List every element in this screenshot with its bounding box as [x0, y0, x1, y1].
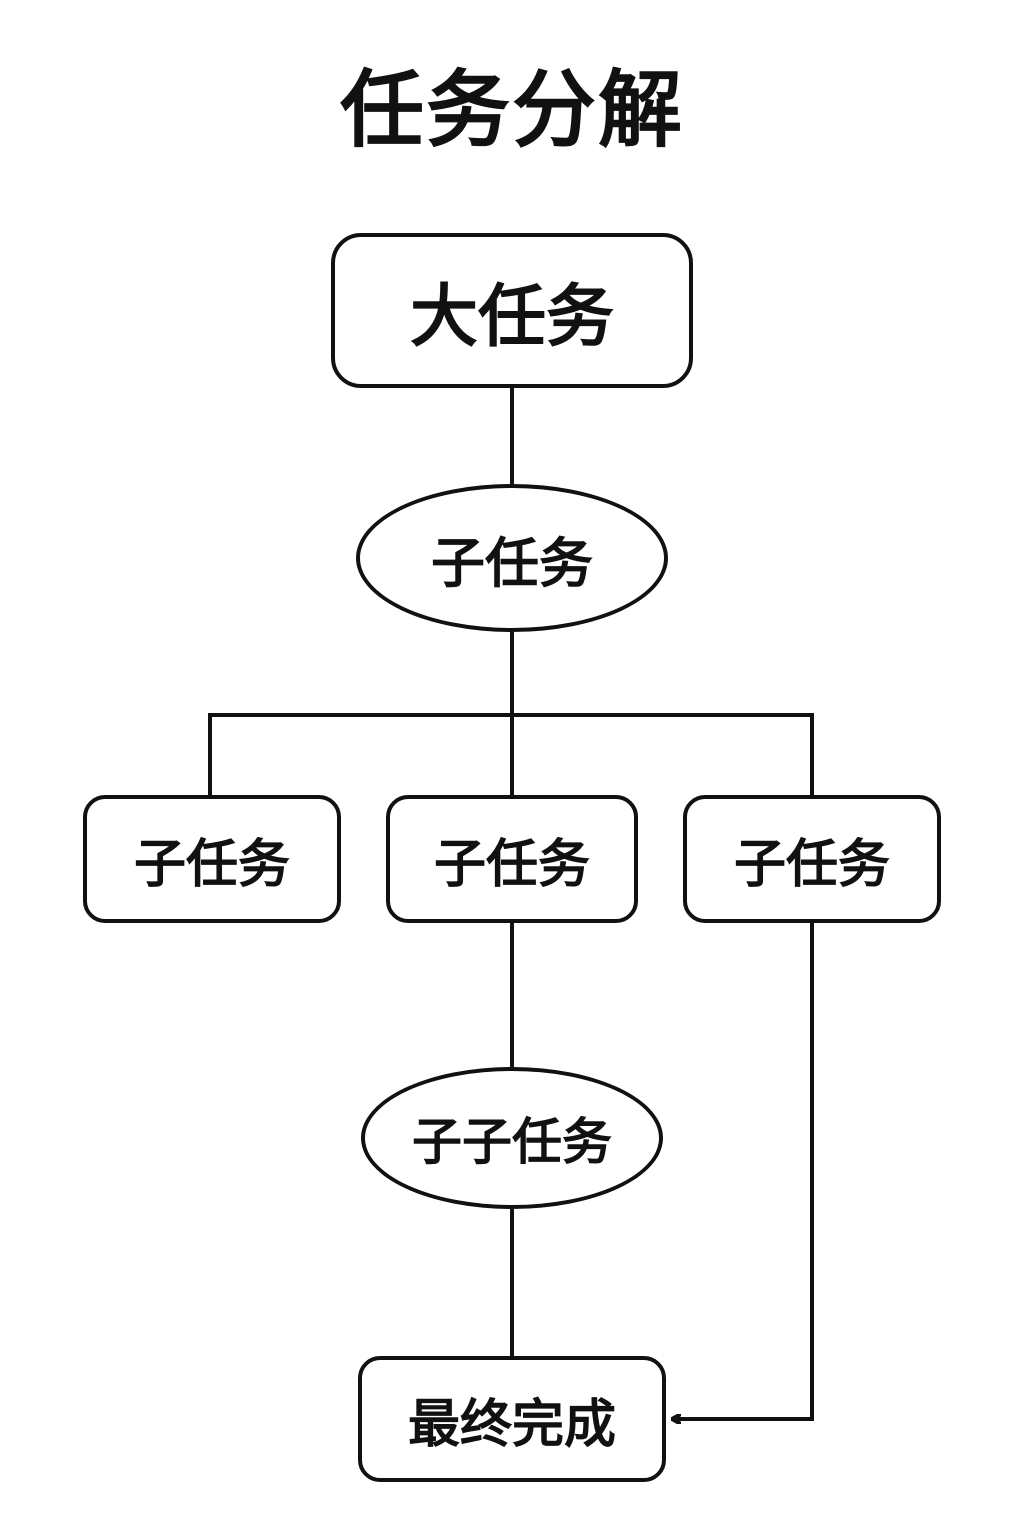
child-subtask-right: 子任务 [683, 795, 941, 923]
child-subtask-left: 子任务 [83, 795, 341, 923]
root-task-box: 大任务 [331, 233, 693, 388]
child-subtask-middle: 子任务 [386, 795, 638, 923]
subtask-ellipse: 子任务 [356, 484, 668, 632]
subsubtask-ellipse: 子子任务 [361, 1067, 663, 1209]
arrow-right-to-final [672, 923, 814, 1419]
final-completion-box: 最终完成 [358, 1356, 666, 1482]
diagram-title: 任务分解 [339, 61, 684, 159]
